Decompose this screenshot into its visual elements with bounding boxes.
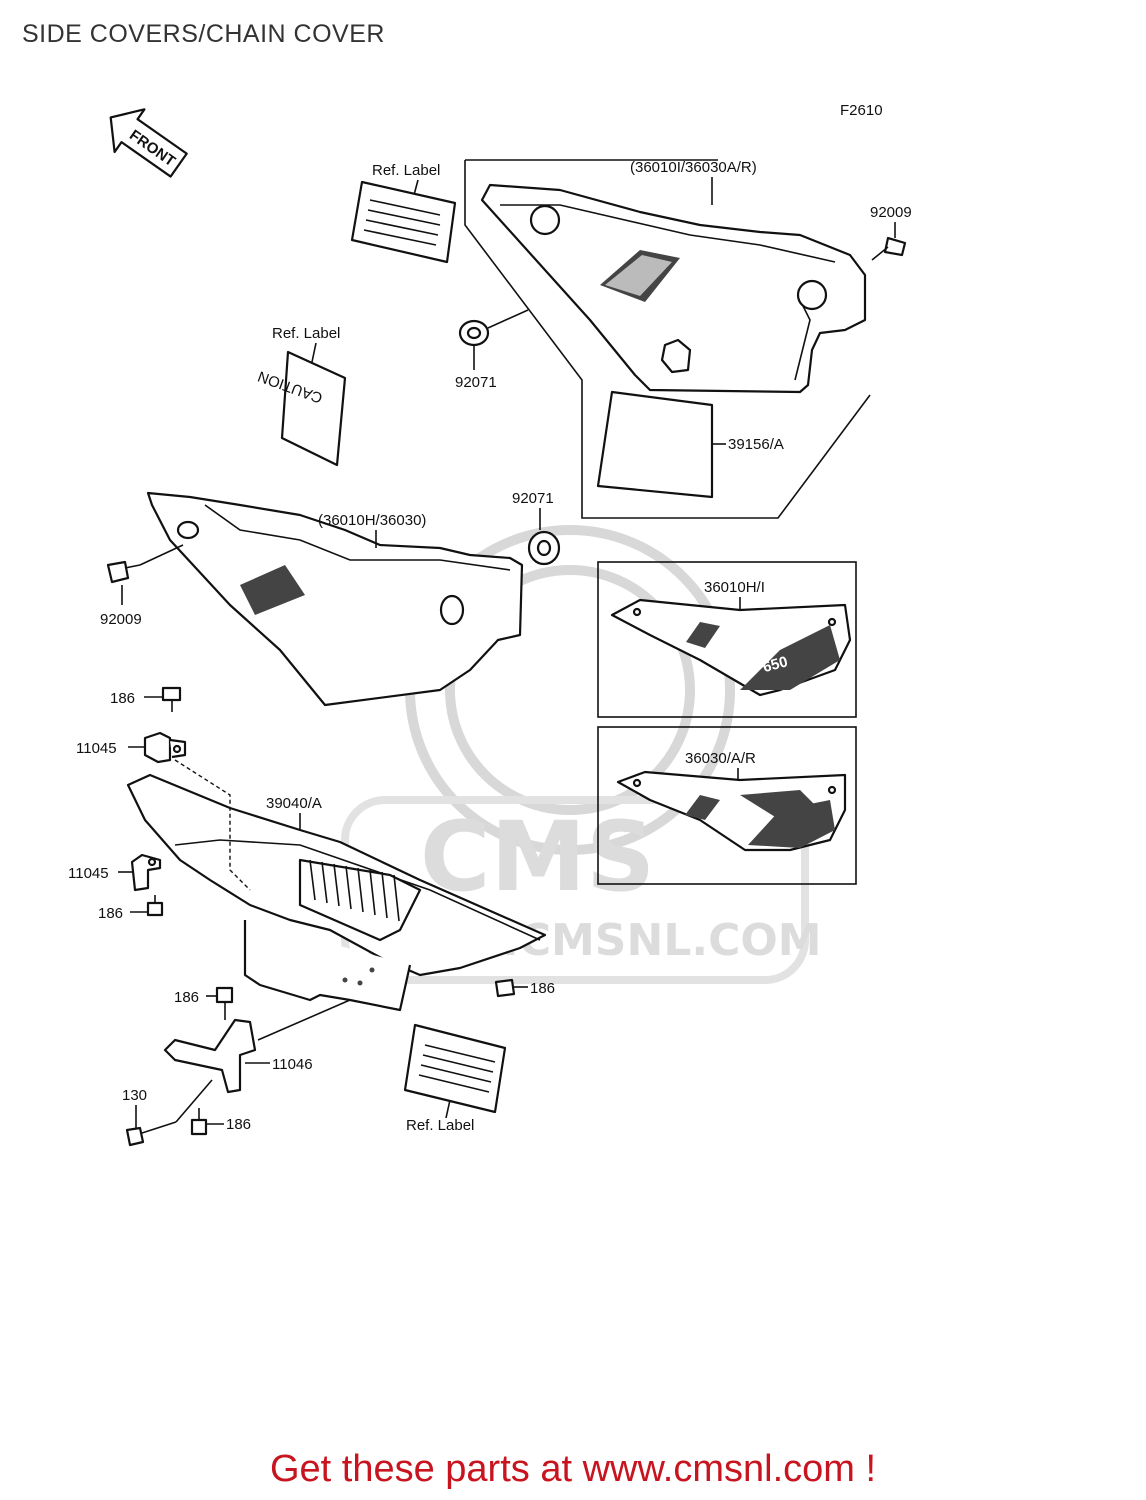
upper-assembly-callout: (36010I/36030A/R) [464, 159, 871, 519]
upper-side-cover [480, 183, 867, 394]
ref-label-lower-text: Ref. Label [406, 1117, 474, 1134]
inset-36030AR: 36030/A/R [597, 726, 857, 885]
ref-label-upper: Ref. Label [350, 162, 457, 264]
bolt-186-d-label: 186 [174, 989, 199, 1006]
grommet-92071-lower-label: 92071 [512, 490, 554, 507]
ref-label-middle-text: Ref. Label [272, 325, 340, 342]
bolt-92009-lower-label: 92009 [100, 611, 142, 628]
grommet-92071-lower: 92071 [512, 490, 561, 566]
bolt-130-label: 130 [122, 1087, 147, 1104]
bracket-11045-b: 11045 [68, 853, 162, 892]
emblem-39156: 39156/A [596, 390, 784, 499]
chain-cover: 39040/A [126, 759, 547, 1012]
emblem-label: 39156/A [728, 436, 784, 453]
bolt-92009-upper-label: 92009 [870, 204, 912, 221]
bracket-11046: 11046 [163, 999, 351, 1094]
chain-cover-ribs [309, 859, 400, 922]
bolt-186-a-label: 186 [110, 690, 135, 707]
inset-36010HI: 36010H/I 650 [597, 561, 857, 718]
figure-code: F2610 [840, 102, 883, 119]
model-badge-text: 650 [761, 653, 790, 676]
front-arrow-icon: FRONT [109, 108, 188, 178]
grommet-92071-upper: 92071 [455, 309, 529, 391]
inset-top-label: 36010H/I [704, 579, 765, 596]
lower-side-cover: (36010H/36030) [146, 491, 524, 707]
bracket-11045-a-label: 11045 [76, 740, 117, 757]
watermark-brand: CMS [420, 801, 655, 913]
inset-bottom-label: 36030/A/R [685, 750, 756, 767]
bolt-186-e-label: 186 [226, 1116, 251, 1133]
bolt-186-a: 186 [110, 686, 182, 712]
ref-label-middle: Ref. Label CAUTION [256, 325, 347, 467]
upper-assembly-label: (36010I/36030A/R) [630, 159, 757, 176]
bolt-92009-upper: 92009 [870, 204, 912, 261]
bolt-130: 130 [122, 1079, 213, 1147]
bolt-92009-lower: 92009 [100, 544, 184, 628]
bracket-11046-label: 11046 [272, 1056, 313, 1073]
ref-label-lower: Ref. Label [403, 1023, 507, 1134]
bolt-186-c: 186 [494, 978, 555, 998]
bracket-11045-b-label: 11045 [68, 865, 109, 882]
bolt-186-b: 186 [98, 895, 164, 922]
bracket-11045-a: 11045 [76, 731, 187, 764]
bolt-186-c-label: 186 [530, 980, 555, 997]
bolt-186-e: 186 [190, 1108, 251, 1136]
page-title: SIDE COVERS/CHAIN COVER [22, 20, 385, 48]
lower-assembly-label: (36010H/36030) [318, 512, 426, 529]
ref-label-upper-text: Ref. Label [372, 162, 440, 179]
footer-link[interactable]: Get these parts at www.cmsnl.com ! [269, 1448, 877, 1490]
chain-cover-label: 39040/A [266, 795, 322, 812]
bolt-186-d: 186 [174, 986, 234, 1020]
bolt-186-b-label: 186 [98, 905, 123, 922]
grommet-92071-upper-label: 92071 [455, 374, 497, 391]
